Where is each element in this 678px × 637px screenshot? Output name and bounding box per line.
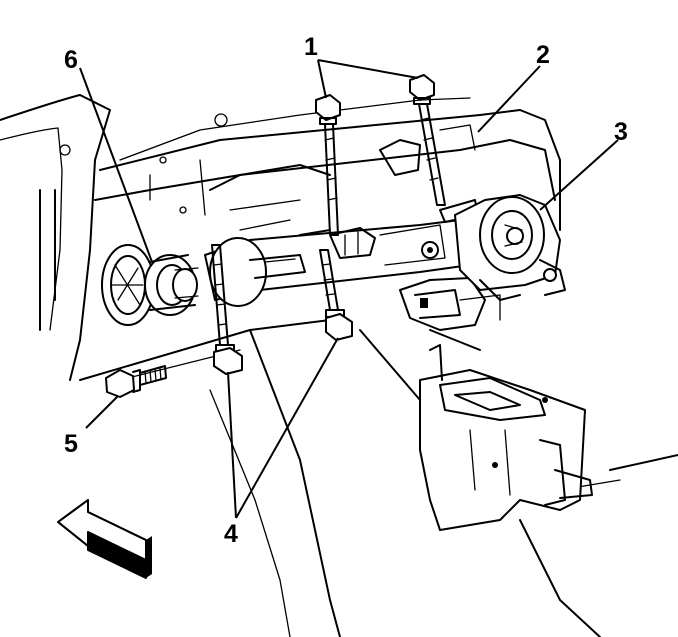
bolt-1a xyxy=(315,94,341,236)
air-duct-vent xyxy=(101,244,155,326)
callout-1: 1 xyxy=(304,33,318,61)
intermediate-shaft-coupling xyxy=(144,254,199,316)
instrument-panel-carrier xyxy=(94,97,561,231)
front-direction-arrow-icon xyxy=(57,499,152,579)
bolt-1b xyxy=(409,74,446,206)
callout-2: 2 xyxy=(536,41,550,69)
knee-bolster-bracket xyxy=(419,344,593,531)
callout-labels: 1 2 3 4 5 6 xyxy=(64,33,628,548)
callout-3: 3 xyxy=(614,118,628,146)
bolt-4a xyxy=(211,244,243,375)
callout-5: 5 xyxy=(64,430,78,458)
bolt-4b xyxy=(319,249,353,341)
leader-lines xyxy=(79,59,619,519)
callout-6: 6 xyxy=(64,46,78,74)
bolt-5 xyxy=(105,365,167,398)
left-side-panel xyxy=(0,94,111,381)
callout-4: 4 xyxy=(224,520,238,548)
lock-housing-bracket xyxy=(399,277,501,351)
column-upper-assembly xyxy=(454,194,566,301)
